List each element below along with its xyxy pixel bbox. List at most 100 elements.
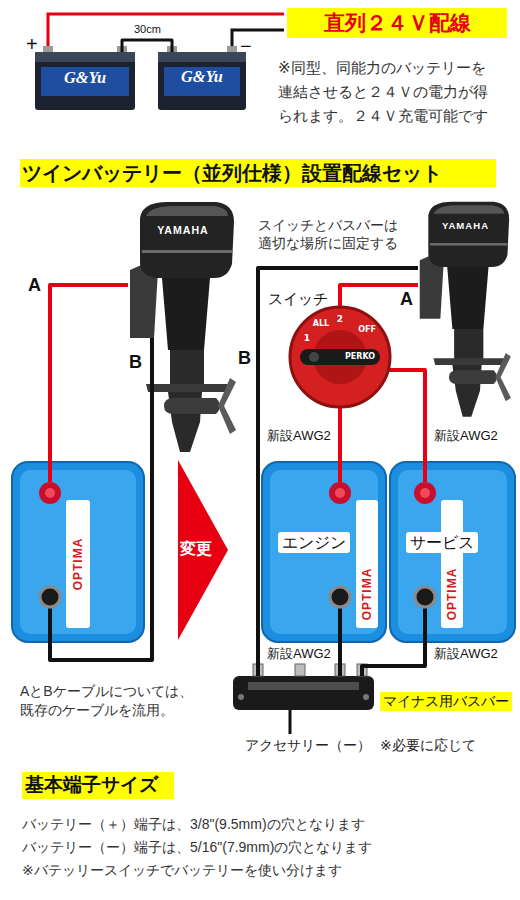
battery-case — [390, 462, 515, 642]
black-lead — [48, 608, 52, 642]
optima-battery: OPTIMA — [12, 462, 144, 642]
outboard-motor: YAMAHA — [128, 200, 238, 455]
plus-terminal-top — [45, 488, 55, 498]
gyu-battery-art — [35, 46, 135, 110]
node-text: PERKO — [345, 352, 375, 362]
section-heading: ツインバッテリー（並列仕様）設置配線セット — [20, 159, 496, 187]
battery-switch-art — [290, 290, 398, 410]
node-text: エンジン — [278, 532, 350, 553]
switch-knob — [300, 349, 380, 365]
switch-dial — [290, 307, 390, 407]
wire-label: B — [236, 348, 253, 370]
node-text: OFF — [358, 325, 376, 335]
accessory-lead — [289, 710, 292, 734]
black-lead — [150, 338, 154, 455]
node-text: 1 — [304, 333, 310, 344]
black-lead — [232, 30, 284, 46]
node-text: OPTIMA — [445, 568, 459, 621]
busbar-art — [233, 664, 374, 734]
node-text: G&Yu — [35, 68, 135, 88]
wire-label: 新設AWG2 — [432, 428, 500, 444]
note-text: ※必要に応じて — [380, 737, 476, 754]
wire — [258, 268, 418, 676]
outboard-motor-art — [130, 202, 236, 452]
service-battery: OPTIMAサービス — [390, 462, 515, 642]
outboard-motor-art — [420, 202, 511, 417]
terminal — [43, 46, 53, 52]
battery-case — [262, 462, 386, 642]
battery-panel — [20, 470, 136, 634]
battery-case — [158, 52, 246, 110]
node-text: YAMAHA — [128, 224, 238, 237]
stud — [295, 664, 305, 676]
battery-lid — [35, 52, 135, 62]
polarity-mark: − — [240, 34, 252, 58]
engine-battery: OPTIMAエンジン — [262, 462, 386, 642]
optima-battery-art — [262, 462, 386, 642]
wire-label: 新設AWG2 — [432, 646, 500, 662]
plus-terminal — [329, 482, 351, 504]
battery-panel — [270, 470, 378, 634]
plus-terminal-top — [335, 488, 345, 498]
black-lead — [423, 608, 427, 642]
mount-hole — [238, 694, 244, 700]
diagram-title: 直列２４Ｖ配線 — [287, 8, 507, 38]
gyu-battery: G&Yu — [158, 52, 246, 110]
red-lead — [423, 462, 427, 482]
outboard-motor: YAMAHA — [418, 200, 513, 420]
wire-label: B — [127, 352, 144, 374]
polarity-mark: + — [26, 32, 38, 56]
node-text: スイッチ — [268, 290, 328, 308]
note-text: スイッチとバスバーは 適切な場所に固定する — [258, 216, 410, 252]
wire — [122, 40, 172, 52]
battery-switch: スイッチ ALL1 2OFF PERKO — [266, 290, 398, 410]
note-text: AとBケーブルについては、 既存のケーブルを流用。 — [20, 682, 202, 720]
gyu-battery: G&Yu — [35, 52, 135, 110]
spec-text: バッテリー（＋）端子は、3/8"(9.5mm)の穴となります — [22, 816, 365, 833]
plus-terminal — [39, 482, 61, 504]
node-text: ALL — [313, 319, 329, 329]
wire-label: 新設AWG2 — [265, 428, 333, 444]
gyu-battery-art — [158, 46, 246, 110]
section-heading: 基本端子サイズ — [22, 772, 174, 799]
wire — [338, 410, 342, 462]
battery-case — [12, 462, 144, 642]
battery-lid — [158, 52, 246, 62]
wire — [398, 370, 425, 462]
wire-label: A — [26, 275, 43, 297]
node-text: YAMAHA — [418, 220, 513, 231]
battery-case — [35, 52, 135, 110]
wire-label: A — [398, 289, 415, 311]
battery-strip — [66, 500, 90, 628]
switch-knob-hub — [309, 352, 319, 362]
spec-text: バッテリー（ー）端子は、5/16"(7.9mm)の穴となります — [22, 839, 372, 856]
minus-busbar: マイナス用バスバー — [233, 676, 374, 710]
battery-strip — [356, 500, 378, 628]
busbar-base — [233, 676, 374, 710]
wire — [50, 455, 152, 660]
change-arrow — [178, 460, 228, 640]
wire-group — [50, 40, 425, 676]
node-text: 2 — [337, 314, 343, 325]
spec-text: ※バテッリースイッチでバッテリーを使い分けます — [22, 862, 342, 879]
optima-battery-art — [390, 462, 515, 642]
wire — [50, 285, 128, 462]
minus-terminal — [330, 587, 350, 607]
red-lead — [338, 462, 342, 482]
red-lead — [48, 462, 52, 482]
minus-terminal — [40, 587, 60, 607]
arrow-label: 変更 — [180, 539, 212, 558]
wire-label: 新設AWG2 — [265, 646, 333, 662]
terminal — [227, 46, 237, 52]
node-text: OPTIMA — [71, 538, 85, 591]
mount-hole — [363, 694, 369, 700]
note-text: ※同型、同能力のバッテリーを 連結させると２４Ｖの電力が得 られます。２４Ｖ充電… — [278, 56, 502, 128]
optima-battery-art — [12, 462, 144, 642]
wire — [338, 642, 342, 676]
plus-terminal — [414, 482, 436, 504]
busbar-strip — [248, 682, 359, 690]
minus-terminal — [415, 587, 435, 607]
wire-label: 30cm — [132, 23, 163, 36]
battery-strip — [441, 500, 463, 628]
